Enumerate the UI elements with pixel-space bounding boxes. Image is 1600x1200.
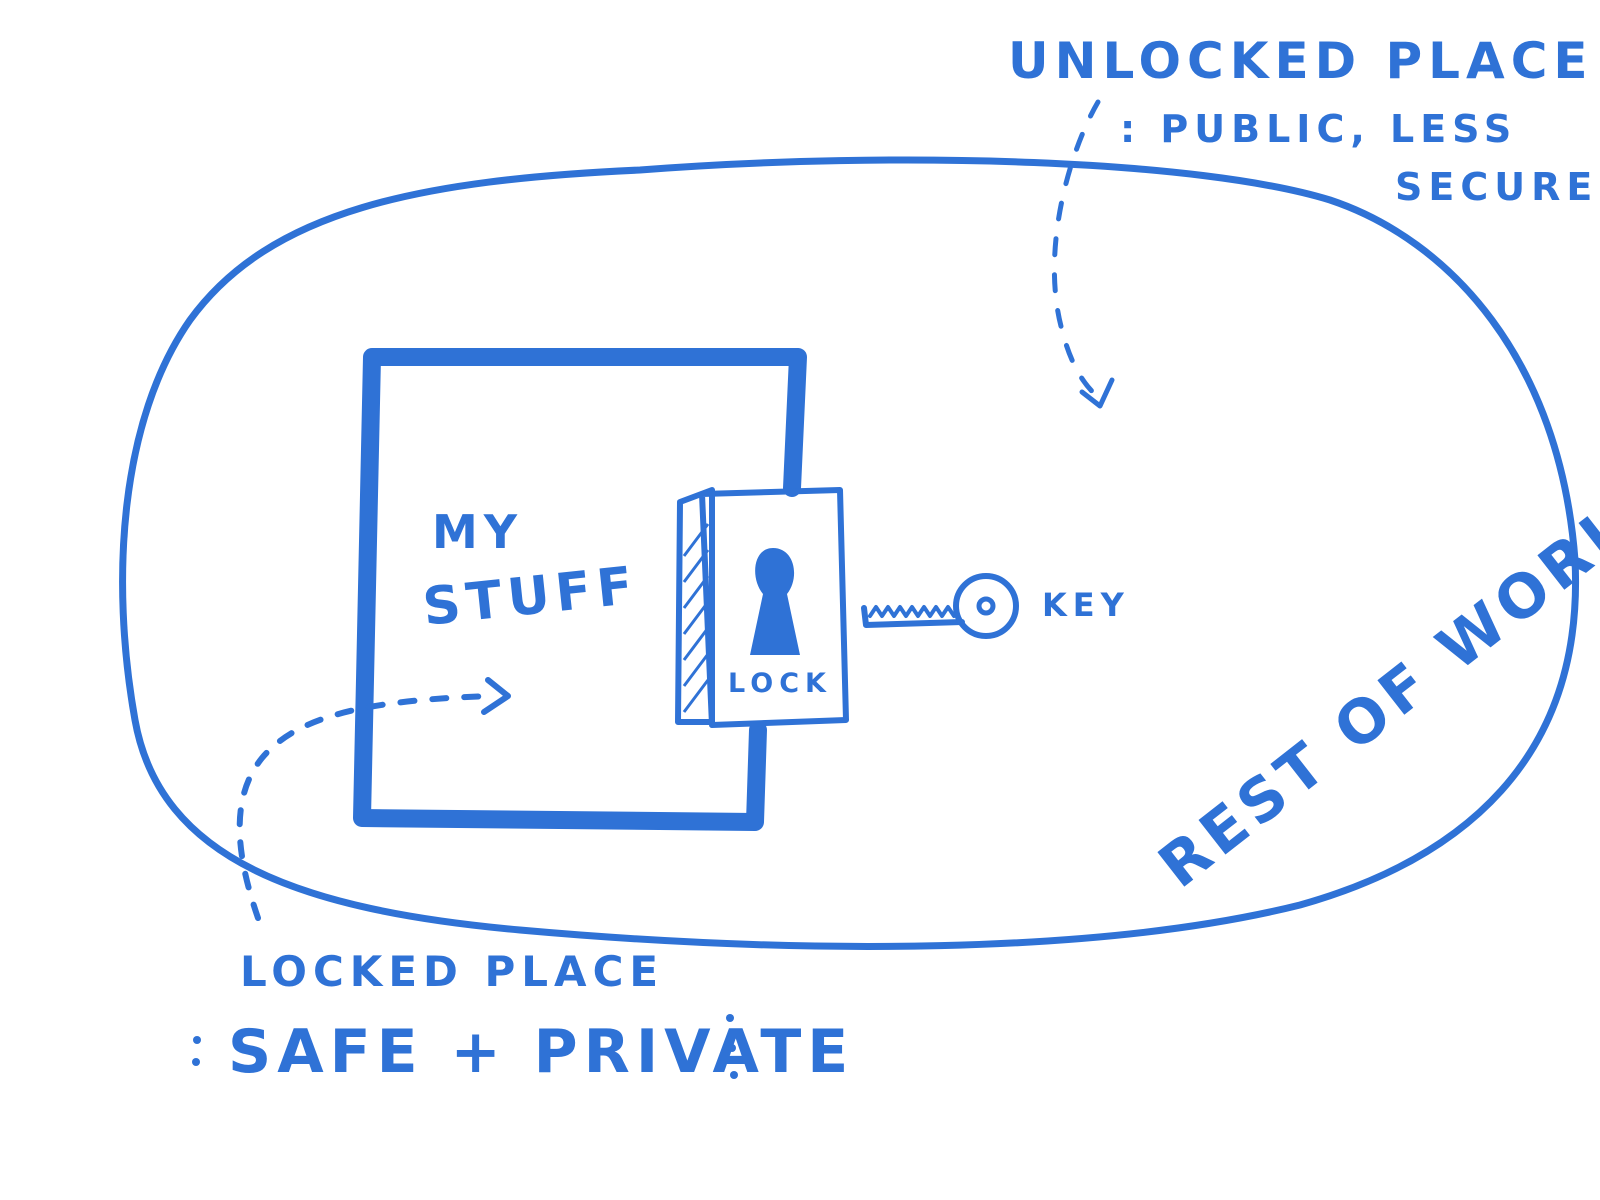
rest-of-world-label: REST OF WORLD [1146,456,1600,902]
locked-title: LOCKED PLACE [240,947,664,996]
unlocked-title: UNLOCKED PLACE [1008,32,1594,90]
key-label: KEY [1042,586,1130,624]
lock-front-plate [699,487,849,728]
locked-desc-brackets [192,1014,738,1079]
unlocked-desc-line1: : PUBLIC, LESS [1120,107,1517,151]
locked-place-arrow [236,693,493,921]
keyhole-icon [750,548,800,655]
lock-label: LOCK [728,668,832,699]
locked-box [353,348,807,831]
rest-of-world-oval [119,156,1580,950]
lock: LOCK [675,487,849,728]
my-label: MY [432,505,523,559]
locked-arrow-head [481,677,511,715]
stuff-label: STUFF [420,556,641,638]
locked-desc: SAFE + PRIVATE [228,1017,854,1087]
unlocked-place-arrow [1051,99,1105,403]
unlocked-arrow-head [1079,377,1115,409]
key-icon [861,573,1019,639]
unlocked-desc-line2: SECURE : [1395,165,1600,209]
